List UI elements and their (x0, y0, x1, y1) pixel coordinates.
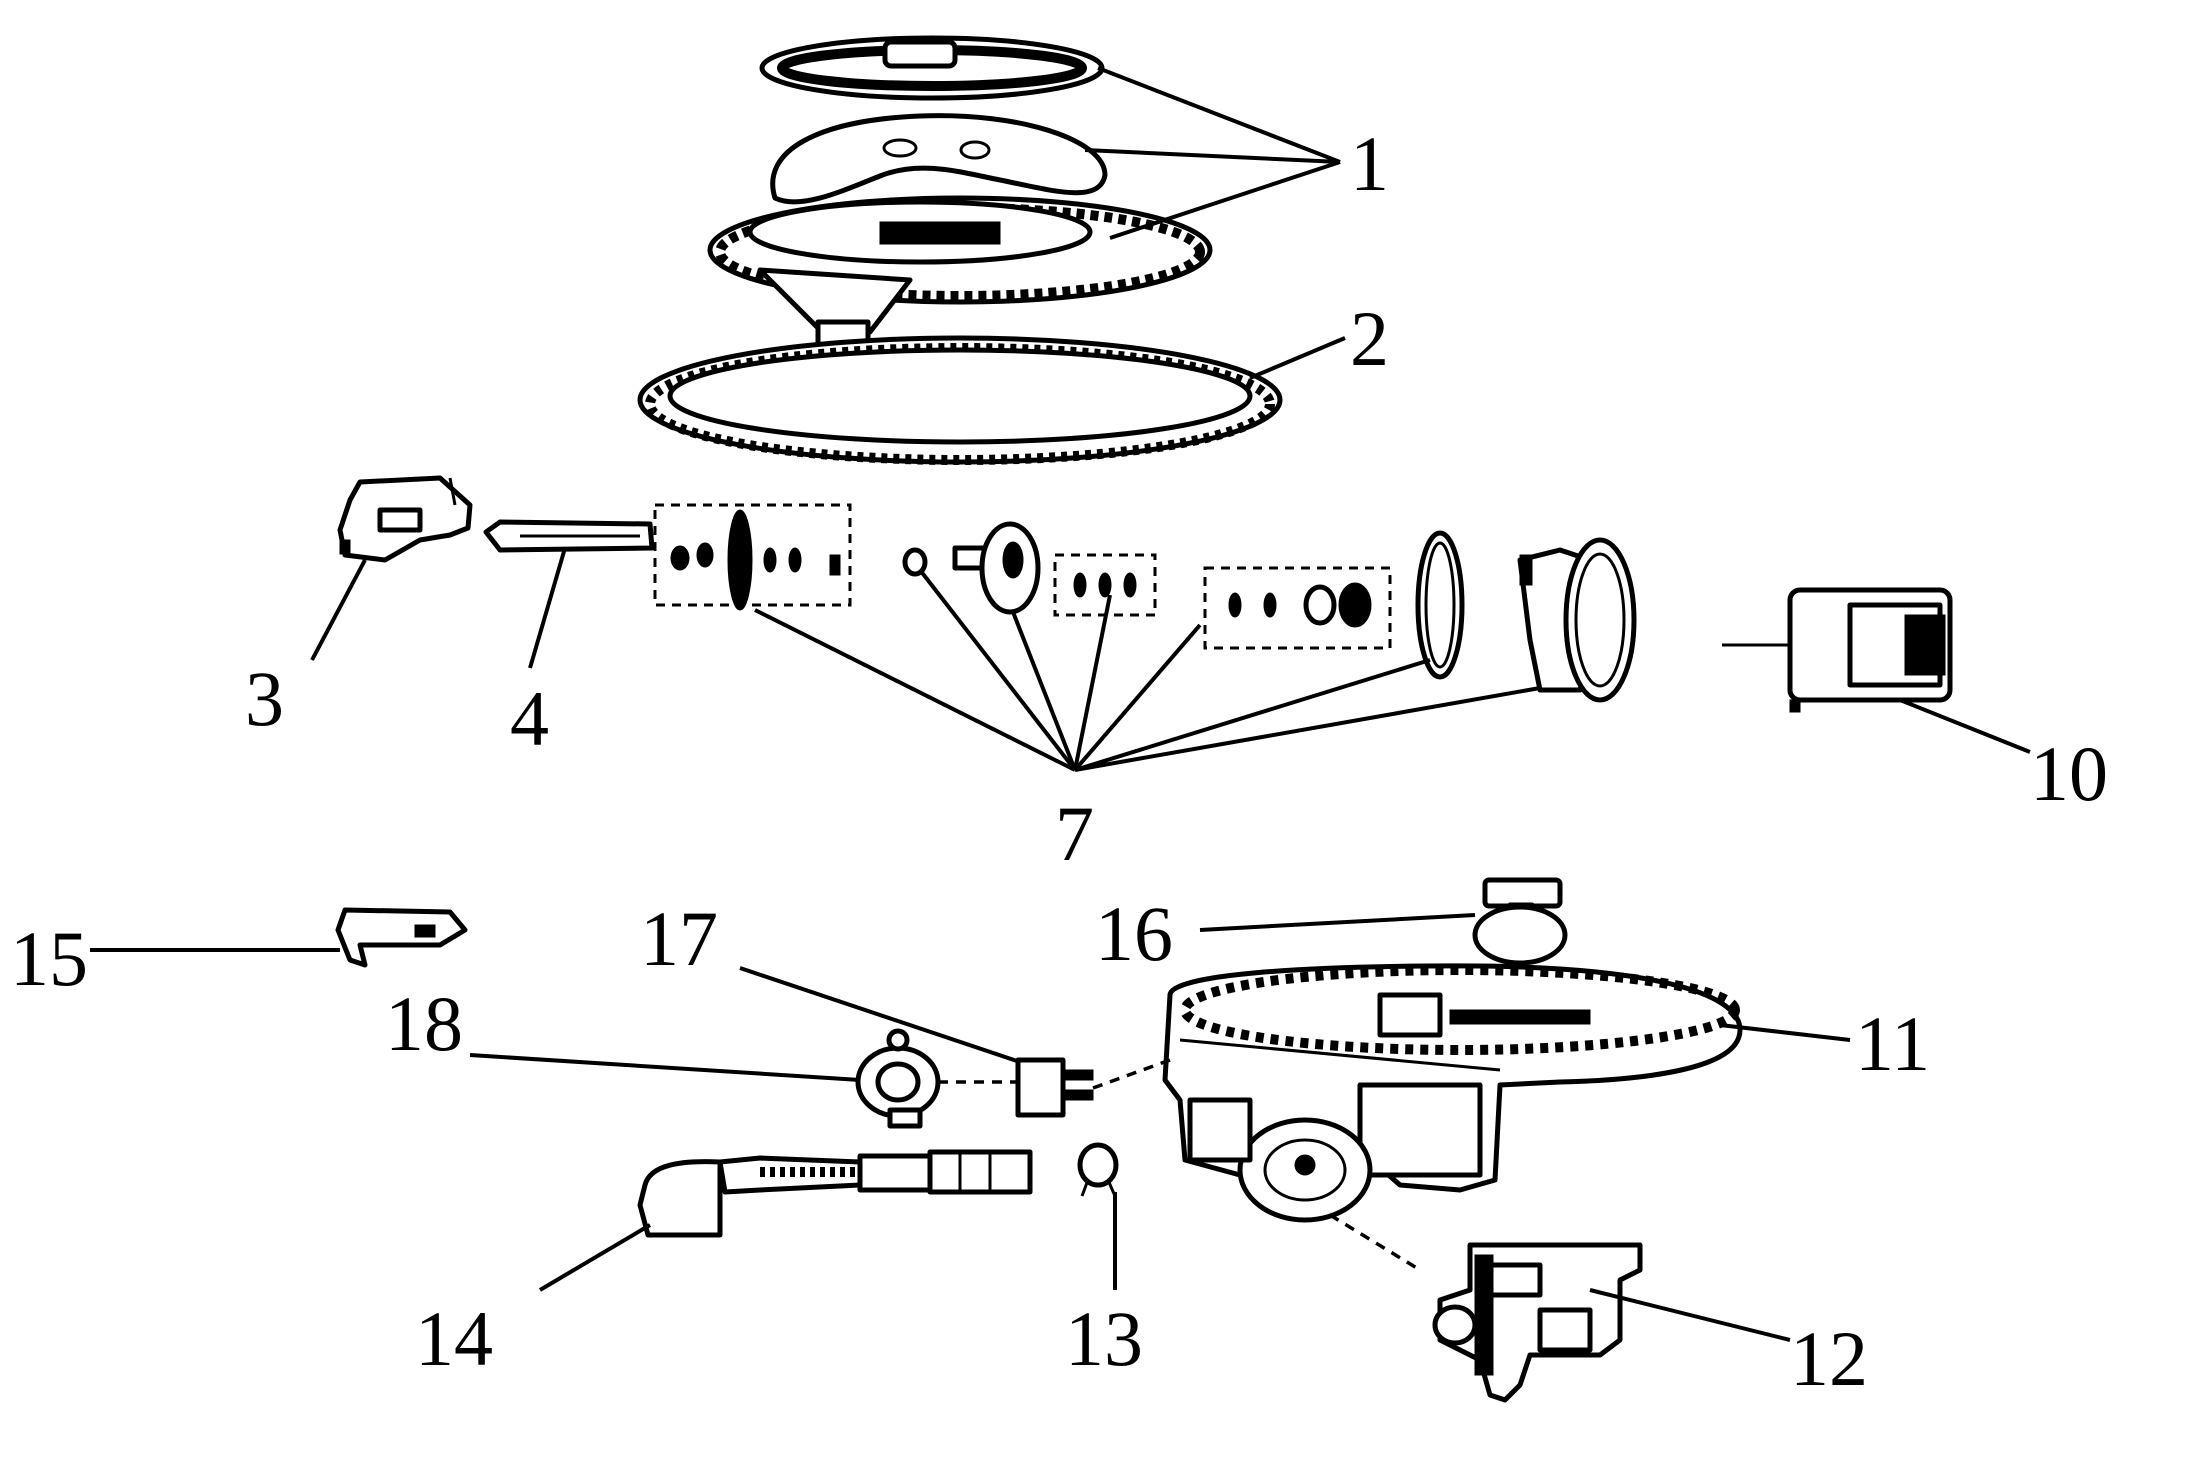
callout-18: 18 (385, 980, 463, 1067)
part-1-upper-spray-assembly (707, 35, 1213, 365)
callout-7: 7 (1055, 790, 1094, 877)
part-12-pump (1432, 1242, 1643, 1403)
part-15-clip (335, 907, 468, 968)
part-3-bracket (337, 475, 473, 563)
leader-lines (90, 66, 2031, 1342)
part-16-cap (1472, 877, 1568, 966)
part-18-valve (855, 1028, 941, 1129)
assembly-dashed-lines (938, 1058, 1421, 1272)
part-11-sump-housing (1162, 963, 1743, 1223)
part-13-o-ring (1077, 1142, 1119, 1197)
callout-4: 4 (510, 675, 549, 762)
part-14-hose (637, 1149, 1033, 1238)
callout-12: 12 (1790, 1315, 1868, 1402)
callout-11: 11 (1855, 1000, 1930, 1087)
callout-1: 1 (1350, 120, 1389, 207)
part-2-ring-seal (637, 335, 1283, 465)
part-17-connector (1015, 1057, 1094, 1118)
callout-14: 14 (415, 1295, 493, 1382)
part-4-shaft (483, 519, 655, 553)
callout-16: 16 (1095, 890, 1173, 977)
callout-3: 3 (245, 655, 284, 742)
part-7-valve-components (653, 503, 1637, 703)
callout-2: 2 (1350, 295, 1389, 382)
callout-13: 13 (1065, 1295, 1143, 1382)
callout-10: 10 (2030, 730, 2108, 817)
callout-labels: 1 2 3 4 7 10 11 12 13 14 15 16 17 18 (10, 120, 2108, 1402)
callout-15: 15 (10, 915, 88, 1002)
callout-17: 17 (640, 895, 718, 982)
part-10-motor (1722, 587, 1953, 713)
